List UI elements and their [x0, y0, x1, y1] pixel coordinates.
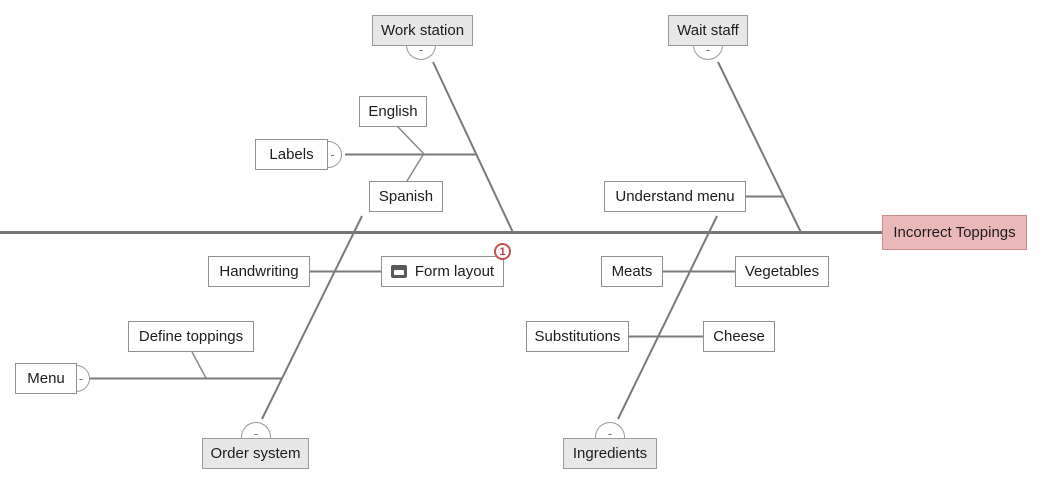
node-label: Order system [210, 445, 301, 462]
node-label: Form layout [414, 263, 495, 280]
node-label: Understand menu [615, 188, 735, 205]
node-label: Work station [380, 22, 465, 39]
node-cheese[interactable]: Cheese [703, 321, 775, 352]
node-work-station[interactable]: Work station [372, 15, 473, 46]
node-spanish[interactable]: Spanish [369, 181, 443, 212]
node-define-toppings[interactable]: Define toppings [128, 321, 254, 352]
bone-order-system [261, 215, 363, 420]
node-label: Ingredients [572, 445, 648, 462]
bone-work-station [432, 61, 514, 233]
connector-spanish [406, 154, 424, 182]
node-ingredients[interactable]: Ingredients [563, 438, 657, 469]
node-understand-menu[interactable]: Understand menu [604, 181, 746, 212]
node-meats[interactable]: Meats [601, 256, 663, 287]
node-label: Vegetables [744, 263, 820, 280]
node-label: Cheese [713, 328, 765, 345]
node-label: Define toppings [138, 328, 244, 345]
node-form-layout[interactable]: Form layout [381, 256, 504, 287]
node-incorrect-toppings[interactable]: Incorrect Toppings [882, 215, 1027, 250]
node-label: Spanish [378, 188, 434, 205]
node-wait-staff[interactable]: Wait staff [668, 15, 748, 46]
note-icon [390, 265, 407, 278]
comment-count-badge[interactable]: 1 [494, 243, 511, 260]
node-english[interactable]: English [359, 96, 427, 127]
node-vegetables[interactable]: Vegetables [735, 256, 829, 287]
bone-wait-staff [717, 61, 802, 233]
node-label: Labels [269, 146, 314, 163]
node-substitutions[interactable]: Substitutions [526, 321, 629, 352]
node-label: Substitutions [534, 328, 621, 345]
node-label: Meats [611, 263, 653, 280]
node-label: Wait staff [677, 22, 739, 39]
head-label: Incorrect Toppings [893, 224, 1016, 241]
node-menu[interactable]: Menu [15, 363, 77, 394]
node-label: Menu [27, 370, 65, 387]
connector-define-toppings [191, 351, 207, 379]
node-label: Handwriting [219, 263, 299, 280]
node-handwriting[interactable]: Handwriting [208, 256, 310, 287]
node-label: English [368, 103, 418, 120]
node-order-system[interactable]: Order system [202, 438, 309, 469]
connector-english [396, 125, 425, 155]
bone-ingredients [617, 215, 718, 420]
node-labels[interactable]: Labels [255, 139, 328, 170]
